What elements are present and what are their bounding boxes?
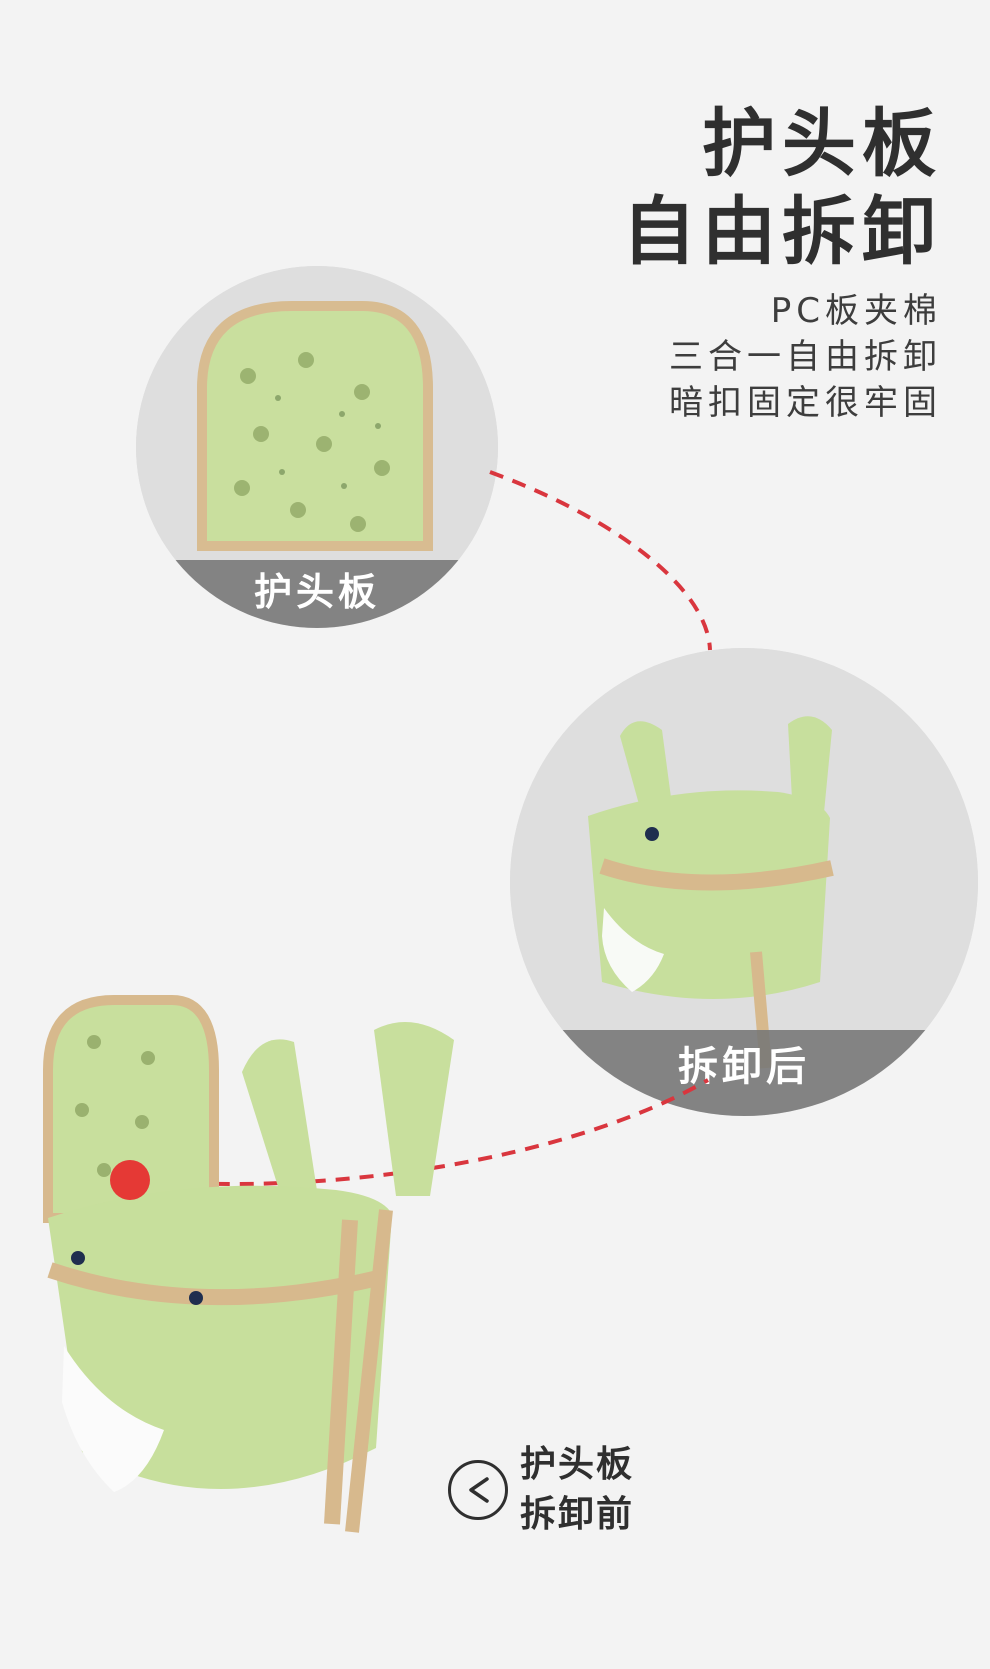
headline-line-2: 自由拆卸 [622,189,942,275]
left-arrow-icon [448,1460,508,1520]
before-removal-line-1: 护头板 [520,1444,635,1485]
after-removal-circle: 拆卸后 [510,648,978,1116]
subcopy-line-1: PC板夹棉 [770,291,942,331]
subcopy: PC板夹棉 三合一自由拆卸 暗扣固定很牢固 [669,288,942,426]
headline: 护头板 自由拆卸 [622,100,942,276]
before-removal-text: 护头板 拆卸前 [520,1440,634,1540]
headline-line-1: 护头板 [702,101,942,187]
after-removal-label: 拆卸后 [510,1030,978,1116]
subcopy-line-2: 三合一自由拆卸 [669,337,942,377]
headrest-label: 护头板 [136,560,498,628]
before-removal-line-2: 拆卸前 [520,1494,635,1535]
left-arrow-glyph [469,1477,489,1503]
headrest-detail-circle: 护头板 [136,266,498,628]
before-removal-note: 护头板 拆卸前 [448,1440,708,1550]
subcopy-line-3: 暗扣固定很牢固 [669,383,942,423]
